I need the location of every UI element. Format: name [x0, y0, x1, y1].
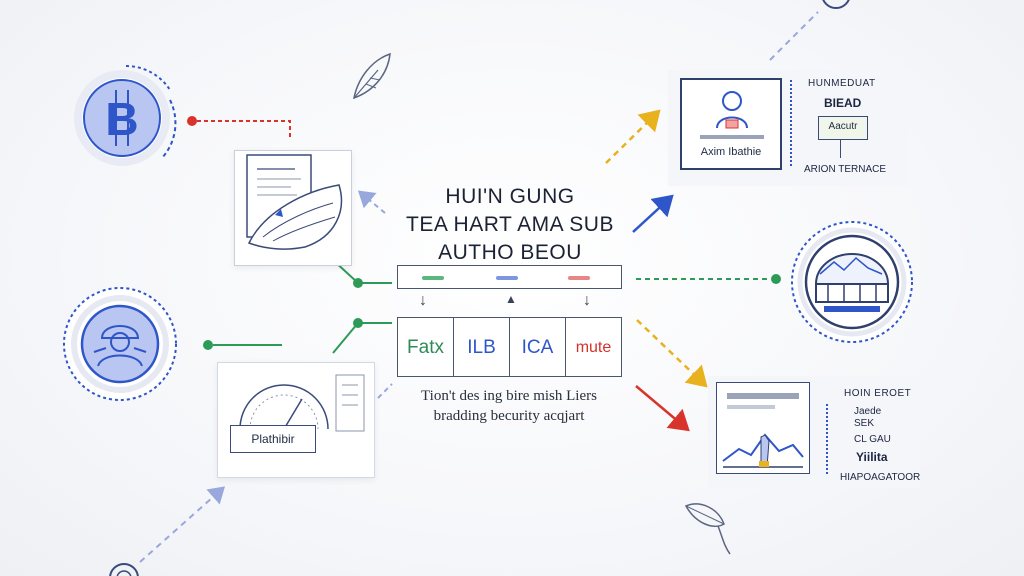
- caption-line-2: bradding becurity acqjart: [433, 408, 585, 424]
- bar-tick-red: [568, 276, 590, 280]
- gauge-card: Plathibir: [217, 362, 375, 478]
- user-card-line-3: Aacutr: [818, 116, 868, 140]
- arrow-up-mid-icon: ▲: [505, 292, 517, 306]
- chart-card-box: [716, 382, 810, 474]
- user-icon: [716, 91, 748, 129]
- partial-circle-bottom-icon: [109, 563, 139, 576]
- badge-mute: mute: [575, 339, 612, 356]
- title-line-3: AUTHO BEOU: [438, 241, 582, 264]
- center-progress-bar: [397, 265, 622, 289]
- chart-card-line-3: CL GAU: [854, 434, 891, 445]
- document-card: [234, 150, 352, 266]
- user-card: Axim Ibathie HUNMEDUAT BIEAD Aacutr ARIO…: [668, 70, 908, 186]
- badge-ica: ICA: [510, 318, 566, 376]
- bar-tick-green: [422, 276, 444, 280]
- bar-tick-blue: [496, 276, 518, 280]
- chart-card-line-2: SEK: [854, 418, 875, 429]
- svg-text:B: B: [105, 93, 138, 145]
- chart-card-line-1: Jaede: [854, 406, 882, 417]
- light-dash-left-bottom: [377, 383, 393, 399]
- green-connector-upper: [332, 259, 392, 288]
- document-icon: [246, 154, 343, 250]
- partial-circle-top-icon: [822, 0, 850, 9]
- bitcoin-icon: B: [74, 64, 177, 166]
- user-card-line-1: HUNMEDUAT: [808, 78, 876, 89]
- red-connector-top-left: [187, 116, 291, 140]
- caption: Tion't des ing bire mish Liers bradding …: [396, 386, 622, 426]
- badge-ilb: ILB: [454, 318, 510, 376]
- chart-card-header: HOIN EROET: [844, 388, 912, 399]
- blue-arrow-right: [632, 194, 674, 233]
- user-card-divider: [790, 80, 796, 166]
- chart-card-line-4: Yiilita: [856, 450, 888, 464]
- red-arrow-bottom-right: [635, 385, 690, 432]
- user-card-stem: [840, 140, 841, 158]
- yellow-arrow-top-right: [605, 109, 661, 164]
- user-card-label: Axim Ibathie: [700, 146, 762, 158]
- diagram-title: HUI'N GUNG TEA HART AMA SUB AUTHO BEOU: [400, 183, 620, 267]
- hacker-icon: [63, 287, 177, 401]
- badge-fatx: Fatx: [398, 318, 454, 376]
- yellow-arrow-bottom-right: [636, 319, 708, 388]
- chart-card-divider: [826, 404, 832, 474]
- arrow-down-right-icon: ↓: [583, 292, 591, 309]
- chart-card-rule-2: [727, 405, 775, 409]
- gauge-icon: [239, 374, 365, 432]
- user-card-box: Axim Ibathie: [680, 78, 782, 170]
- chart-icon: [722, 433, 804, 468]
- chart-card-rule-1: [727, 393, 799, 399]
- green-connector-right: [636, 274, 781, 284]
- caption-line-1: Tion't des ing bire mish Liers: [421, 388, 597, 404]
- light-arrow-left-doc: [357, 190, 386, 214]
- user-card-rule: [700, 135, 764, 139]
- chart-card: HOIN EROET Jaede SEK CL GAU Yiilita HIAP…: [708, 376, 920, 488]
- user-card-footer: ARION TERNACE: [804, 164, 887, 175]
- light-dash-top-right: [769, 11, 819, 61]
- chart-card-footer: HIAPOAGATOOR: [840, 472, 921, 483]
- gauge-card-label: Plathibir: [230, 425, 316, 453]
- light-arrow-bottom-left: [139, 486, 225, 563]
- green-connector-lower: [203, 318, 392, 354]
- dome-server-icon: [791, 221, 913, 343]
- arrow-down-left-icon: ↓: [419, 292, 427, 309]
- badge-row: Fatx ILB ICA mute: [397, 317, 622, 377]
- title-line-1: HUI'N GUNG: [445, 185, 575, 208]
- title-line-2: TEA HART AMA SUB: [406, 213, 614, 236]
- user-card-line-2: BIEAD: [824, 96, 862, 110]
- leaf-sketch-bottom-icon: [684, 503, 731, 555]
- leaf-sketch-icon: [353, 52, 391, 100]
